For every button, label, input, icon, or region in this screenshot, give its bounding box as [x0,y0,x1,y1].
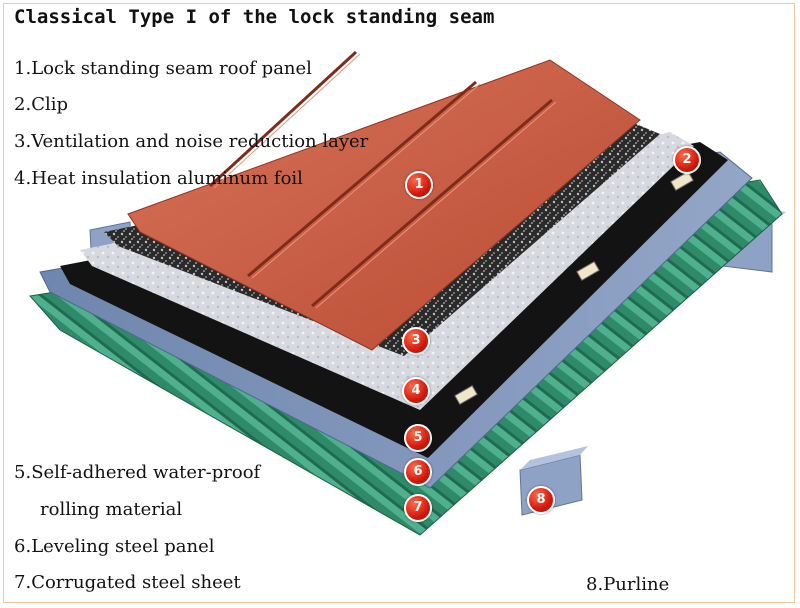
marker-1: 1 [405,171,433,199]
legend-item-5-continued: rolling material [40,499,182,520]
legend-item-6: 6.Leveling steel panel [14,536,214,557]
standing-seam [311,98,553,308]
legend-item-4: 4.Heat insulation aluminum foil [14,168,303,189]
legend-number: 2. [14,94,32,115]
diagram-title: Classical Type I of the lock standing se… [14,6,495,28]
legend-item-5: 5.Self-adhered water-proof [14,462,260,483]
seam-highlight [315,101,557,309]
seam-highlight [213,53,361,189]
standing-seam [247,80,477,278]
legend-text: Ventilation and noise reduction layer [31,131,369,152]
legend-number: 5. [14,462,32,483]
marker-8: 8 [527,486,555,514]
clip [454,384,478,406]
legend-text: Self-adhered water-proof [31,462,261,483]
marker-7: 7 [404,494,432,522]
clip [576,260,600,282]
seam-highlight [251,83,481,279]
standing-seam-roof-panel [127,50,641,351]
legend-text: Lock standing seam roof panel [31,58,312,79]
marker-4: 4 [402,377,430,405]
legend-item-3: 3.Ventilation and noise reduction layer [14,131,368,152]
legend-text: Purline [603,574,670,595]
legend-number: 7. [14,572,32,593]
legend-number: 1. [14,58,32,79]
image-frame [3,3,795,603]
legend-number: 4. [14,168,32,189]
legend-item-2: 2.Clip [14,94,68,115]
legend-item-1: 1.Lock standing seam roof panel [14,58,312,79]
legend-number: 3. [14,131,32,152]
legend-text: Leveling steel panel [31,536,215,557]
standing-seam [208,50,358,188]
marker-6: 6 [404,458,432,486]
marker-5: 5 [404,424,432,452]
legend-item-8: 8.Purline [586,574,669,595]
clip [670,170,694,192]
legend-item-7: 7.Corrugated steel sheet [14,572,241,593]
marker-3: 3 [402,327,430,355]
marker-2: 2 [673,146,701,174]
legend-text: Corrugated steel sheet [31,572,241,593]
legend-text: Heat insulation aluminum foil [31,168,303,189]
clip-group [454,170,694,406]
legend-number: 8. [586,574,604,595]
legend-text: Clip [31,94,68,115]
legend-number: 6. [14,536,32,557]
legend-text: rolling material [40,499,183,520]
